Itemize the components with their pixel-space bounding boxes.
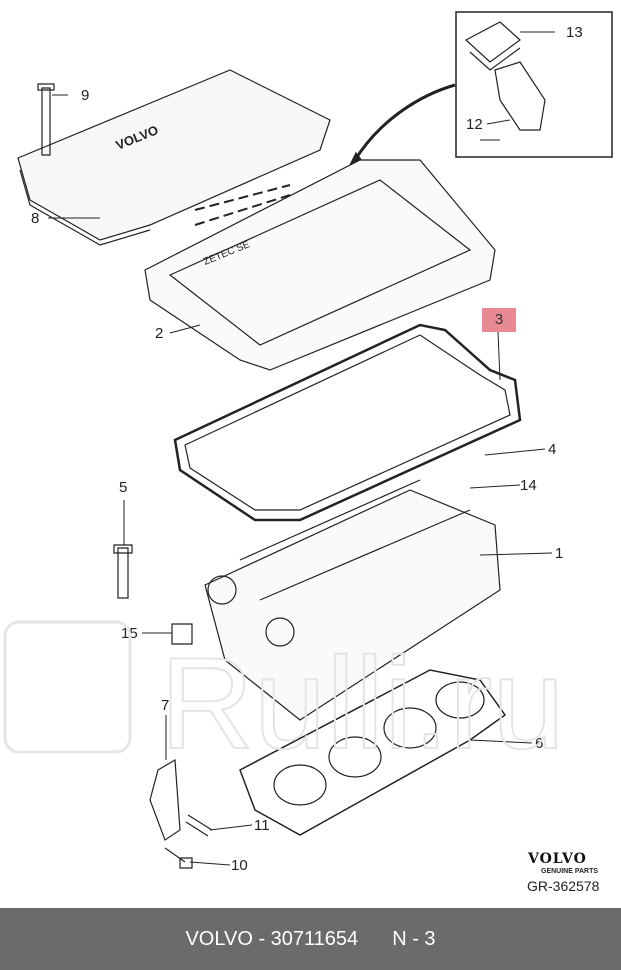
callout-7: 7 <box>161 697 170 714</box>
callout-8: 8 <box>31 210 40 227</box>
cam-cover <box>144 159 496 371</box>
callout-4: 4 <box>548 441 557 458</box>
oil-filler-neck <box>494 61 546 131</box>
callout-6: 6 <box>535 735 544 752</box>
callout-10: 10 <box>231 857 248 874</box>
diagram-reference: GR-362578 <box>527 878 600 894</box>
part-number: VOLVO - 30711654 <box>185 927 359 950</box>
inset-frame <box>455 11 613 158</box>
position-number: N - 3 <box>392 927 436 950</box>
genuine-parts-label: GENUINE PARTS <box>541 868 599 875</box>
callout-15: 15 <box>121 625 138 642</box>
callout-9: 9 <box>81 87 90 104</box>
volvo-logo: VOLVO <box>528 851 587 867</box>
valve-cover-gasket <box>173 323 522 522</box>
plug-15 <box>171 623 193 645</box>
callout-2: 2 <box>155 325 164 342</box>
stud-11 <box>185 814 213 837</box>
footer-bar: VOLVO - 30711654 N - 3 <box>0 908 621 970</box>
bolt-5 <box>113 544 133 599</box>
bracket-7 <box>149 758 181 841</box>
cylinder-head <box>204 489 501 721</box>
bolt-10 <box>164 847 193 869</box>
bolt-9 <box>37 83 55 156</box>
callout-1: 1 <box>555 545 564 562</box>
callout-11: 11 <box>254 817 270 834</box>
callout-12: 12 <box>466 116 483 133</box>
head-gasket <box>239 669 507 836</box>
callout-14: 14 <box>520 477 537 494</box>
callout-5: 5 <box>119 479 128 496</box>
oil-cap <box>464 21 521 71</box>
callout-3-highlighted[interactable]: 3 <box>482 308 516 332</box>
parts-diagram: VOLVO ZETEC SE <box>17 11 613 869</box>
callout-13: 13 <box>566 24 583 41</box>
engine-cover <box>17 69 331 241</box>
